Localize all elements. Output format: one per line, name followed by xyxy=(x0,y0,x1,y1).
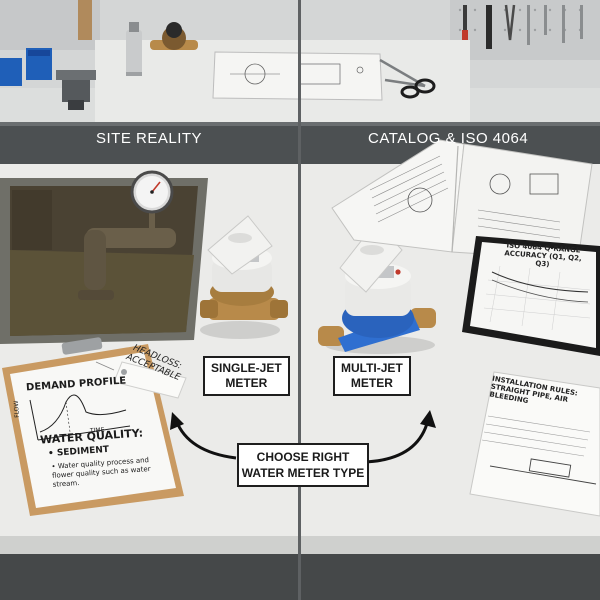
parts-bins xyxy=(0,48,52,86)
choose-meter-box: CHOOSE RIGHT WATER METER TYPE xyxy=(237,443,369,487)
multi-jet-label: MULTI-JET METER xyxy=(333,356,411,396)
multi-jet-label-line1: MULTI-JET xyxy=(341,361,403,375)
installation-sheet xyxy=(469,371,600,517)
spare-meter xyxy=(150,22,198,50)
headloss-tag xyxy=(95,361,187,399)
bench-vise xyxy=(56,70,96,110)
choice-arrows xyxy=(170,410,436,464)
blueprint-sheet xyxy=(212,51,383,101)
single-jet-label: SINGLE-JET METER xyxy=(203,356,290,396)
hanging-tools xyxy=(462,4,583,49)
single-jet-meter-illustration xyxy=(200,215,288,339)
scissors xyxy=(379,58,436,99)
catalog-book xyxy=(331,139,593,261)
tablet xyxy=(462,236,600,356)
pegboard xyxy=(450,0,600,60)
wood-handle xyxy=(78,0,92,40)
choose-line2: WATER METER TYPE xyxy=(241,466,365,480)
catalog-header: CATALOG & ISO 4064 xyxy=(368,130,529,147)
center-divider xyxy=(298,0,301,600)
single-jet-label-line2: METER xyxy=(225,376,268,390)
multi-jet-label-line2: METER xyxy=(350,376,393,390)
flow-axis-label: FLOW xyxy=(12,400,21,418)
single-jet-label-line1: SINGLE-JET xyxy=(211,361,282,375)
choose-line1: CHOOSE RIGHT xyxy=(256,450,350,464)
site-reality-header: SITE REALITY xyxy=(96,130,203,147)
spray-can xyxy=(126,22,142,76)
pressure-gauge xyxy=(130,170,174,214)
water-pit xyxy=(0,178,208,344)
